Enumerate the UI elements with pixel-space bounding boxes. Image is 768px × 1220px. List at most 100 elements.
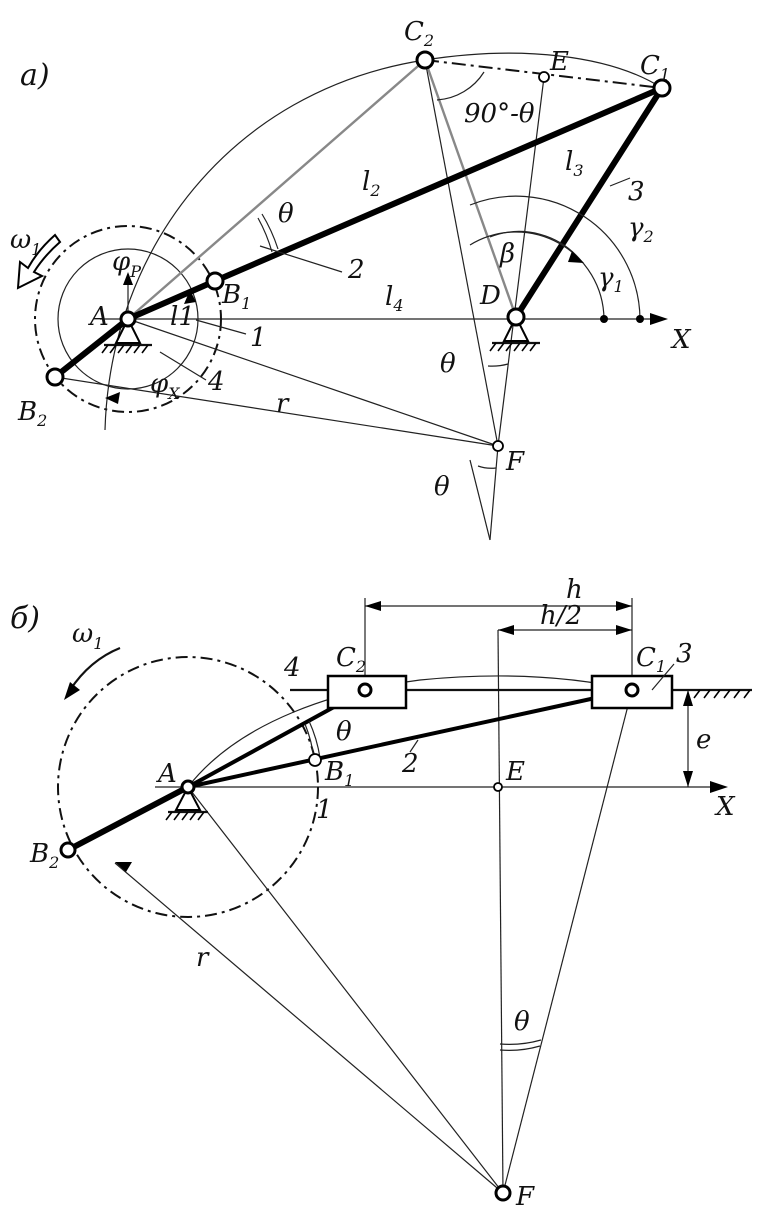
label-b1-b: B1 (324, 757, 354, 790)
point-f-b (494, 1184, 512, 1202)
leader-link2-b (409, 739, 419, 753)
angle-theta-arc-a (257, 217, 273, 253)
ground-hatch-a-b (165, 811, 205, 821)
crank-circle-a (34, 225, 222, 413)
label-b2: B2 (17, 397, 47, 430)
label-e-dim: e (696, 725, 711, 755)
dim-h2-arrow-right-icon (616, 625, 632, 635)
label-theta-a: θ (278, 199, 294, 229)
label-link1-b: 1 (316, 795, 333, 825)
label-link2-b: 2 (401, 749, 419, 779)
omega-label-b: ω1 (72, 619, 103, 653)
joint-b1 (205, 271, 225, 291)
x-axis-label-b: X (714, 792, 736, 822)
x-axis-arrow-a (650, 313, 668, 325)
line-f-down (489, 445, 499, 541)
l1-arrow-icon (184, 290, 196, 304)
ground-support-d (502, 314, 530, 342)
line-r-b (114, 862, 504, 1194)
leader-link2 (259, 245, 343, 273)
point-e (538, 71, 550, 83)
panel-b: б) X (10, 575, 752, 1212)
phi-p-arrow-icon (123, 272, 133, 285)
label-theta-f: θ (434, 472, 450, 502)
label-h-half: h/2 (540, 601, 582, 631)
ground-support-a-b (174, 784, 202, 811)
label-f-b: F (515, 1182, 535, 1212)
ground-hatch-a (101, 344, 149, 354)
leader-link1 (195, 319, 247, 335)
ground-hatch-d (489, 342, 537, 352)
point-f (492, 440, 504, 452)
line-e-f-b (497, 629, 504, 1194)
angle-theta-arc-d (487, 363, 509, 367)
angle-theta-arc-f1 (499, 1045, 541, 1051)
joint-b2-b (59, 841, 77, 859)
ground-support-a (114, 316, 142, 344)
phi-p-label: φP (112, 247, 141, 281)
label-gamma2: γ2 (628, 213, 654, 246)
label-c2-b: C2 (336, 643, 366, 676)
point-e-b (493, 782, 503, 792)
label-e: E (549, 47, 569, 77)
label-gamma1: γ1 (598, 263, 624, 296)
label-l3: l3 (565, 147, 584, 180)
inner-circle-a (57, 248, 199, 390)
rocker-c2-d-gray (423, 59, 518, 318)
label-link1-a: 1 (250, 323, 267, 353)
leader-link3 (609, 177, 631, 187)
circle-arc-b (187, 675, 633, 788)
joint-c2-b (357, 682, 373, 698)
x-axis-label-a: X (670, 325, 692, 355)
ground-hatch-rail (693, 689, 751, 699)
label-r-b: r (196, 943, 210, 973)
crank-a-b2 (52, 316, 131, 380)
angle-gamma-outer-arc (469, 195, 641, 320)
label-r-a: r (276, 389, 290, 419)
rocker-c1-d (513, 85, 665, 320)
omega-arrow-icon (16, 233, 62, 290)
label-c2: C2 (404, 17, 434, 50)
label-c1: C1 (640, 51, 670, 84)
line-a-f-b (187, 786, 504, 1194)
label-f: F (505, 447, 525, 477)
dim-e-arrow-bottom-icon (683, 771, 693, 787)
panel-a-label: а) (20, 58, 50, 93)
joint-b1-b (308, 753, 322, 767)
label-link3-a: 3 (628, 177, 645, 207)
omega-arrow-b-icon (64, 682, 80, 700)
panel-a: а) X (10, 17, 692, 541)
label-b1: B1 (221, 280, 251, 313)
phi-x-arrow-icon (105, 392, 120, 404)
crank-a-b1 (125, 278, 218, 322)
circle-arc-a (104, 52, 663, 431)
label-e-b: E (505, 757, 525, 787)
coupler-a-c1-b (186, 688, 634, 789)
panel-b-label: б) (10, 601, 40, 636)
label-l2: l2 (362, 167, 381, 200)
crank-a-b2-b (65, 784, 191, 853)
dim-h-arrow-right-icon (616, 601, 632, 611)
label-l1: l1 (170, 302, 195, 332)
label-l4: l4 (385, 282, 404, 315)
label-beta: β (499, 239, 515, 269)
joint-c1-b (624, 682, 640, 698)
joint-a (119, 310, 137, 328)
line-c2-f (424, 59, 499, 447)
dot-gamma2 (636, 315, 644, 323)
label-link4-b: 4 (283, 653, 301, 683)
joint-c2 (415, 50, 435, 70)
coupler-b1-c1 (212, 85, 665, 284)
angle-gamma2-arc (469, 231, 605, 320)
angle-theta-arc-f (477, 465, 497, 469)
omega-arc-b (69, 646, 121, 691)
line-a-f (127, 318, 499, 447)
dim-h2-arrow-left-icon (498, 625, 514, 635)
label-link2-a: 2 (347, 255, 365, 285)
link-a-c2-gray (127, 59, 426, 320)
joint-b2 (45, 367, 65, 387)
angle-arrow-beta (568, 251, 584, 263)
line-r-a (54, 376, 499, 447)
r-arrow-icon (115, 862, 132, 872)
